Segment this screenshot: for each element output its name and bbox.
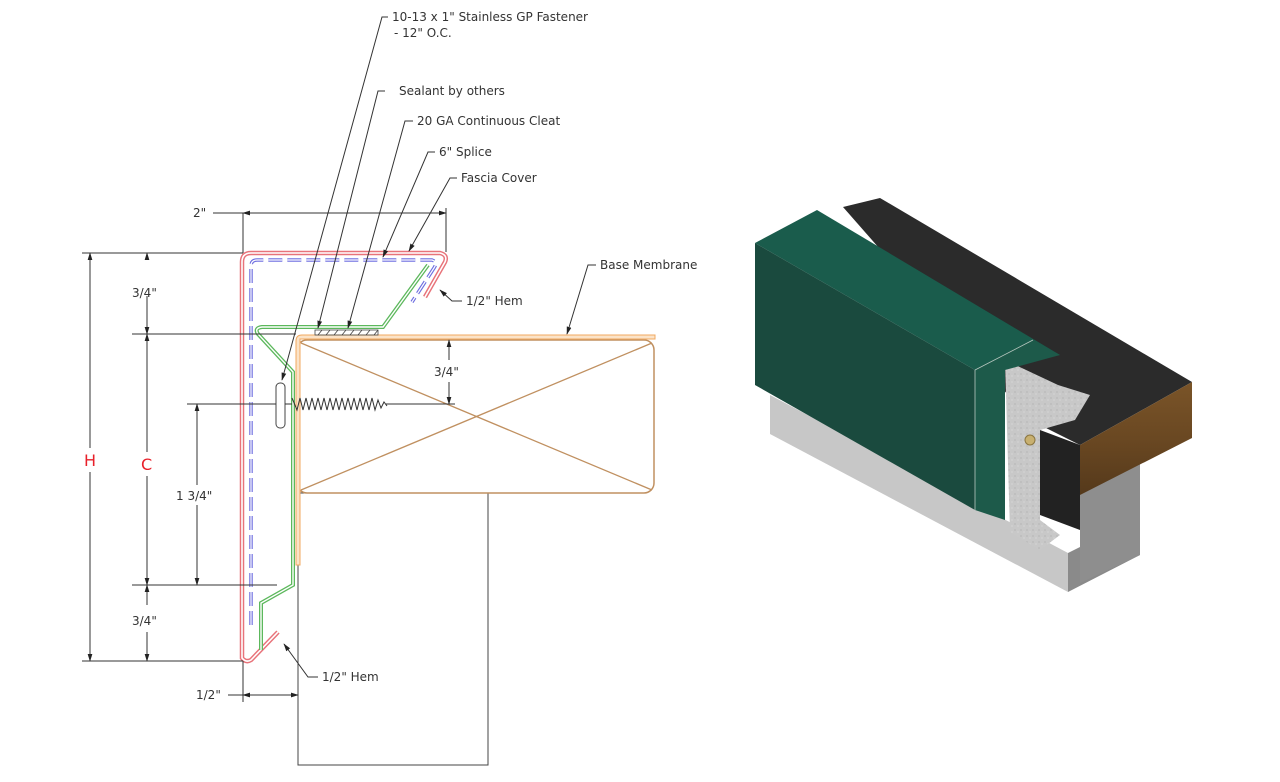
callout-base-membrane: Base Membrane (600, 258, 697, 272)
dimension-lines (82, 208, 455, 702)
splice-profile (249, 258, 438, 625)
callout-splice: 6" Splice (439, 145, 492, 159)
dim-top-offset: 3/4" (132, 286, 157, 300)
render-concrete-front (770, 395, 1068, 592)
dim-top-width: 2" (193, 206, 206, 220)
callout-hem-bottom: 1/2" Hem (322, 670, 379, 684)
render-membrane-front (1040, 430, 1080, 530)
callout-fastener: 10-13 x 1" Stainless GP Fastener (392, 10, 588, 24)
wood-nailer (296, 339, 655, 494)
render-splice (975, 340, 1060, 520)
sealant-bead (314, 329, 379, 336)
callout-sealant: Sealant by others (399, 84, 505, 98)
fascia-cover-profile (239, 250, 449, 664)
callout-fastener-spacing: - 12" O.C. (394, 26, 452, 40)
callout-hem-top: 1/2" Hem (466, 294, 523, 308)
base-membrane (295, 334, 656, 566)
render-membrane-top (843, 198, 1192, 445)
render-wood-nailer (1080, 382, 1192, 495)
fastener-screw (275, 382, 388, 429)
var-clear-height: C (141, 455, 152, 474)
render-fascia-front (755, 243, 975, 510)
dim-bottom-gap: 1/2" (196, 688, 221, 702)
render-fascia-top (755, 210, 1060, 370)
callout-cleat: 20 GA Continuous Cleat (417, 114, 560, 128)
callout-fascia-cover: Fascia Cover (461, 171, 537, 185)
render-cleat (1005, 360, 1090, 550)
render-fastener-head (1024, 434, 1036, 446)
cleat-profile (254, 263, 430, 650)
dim-bottom-offset: 3/4" (132, 614, 157, 628)
isometric-render (755, 198, 1192, 592)
var-overall-height: H (84, 451, 96, 470)
dim-fastener-height: 1 3/4" (176, 489, 212, 503)
dim-fastener-from-top: 3/4" (434, 365, 459, 379)
wall-substrate (297, 492, 489, 766)
leader-lines (281, 16, 596, 678)
